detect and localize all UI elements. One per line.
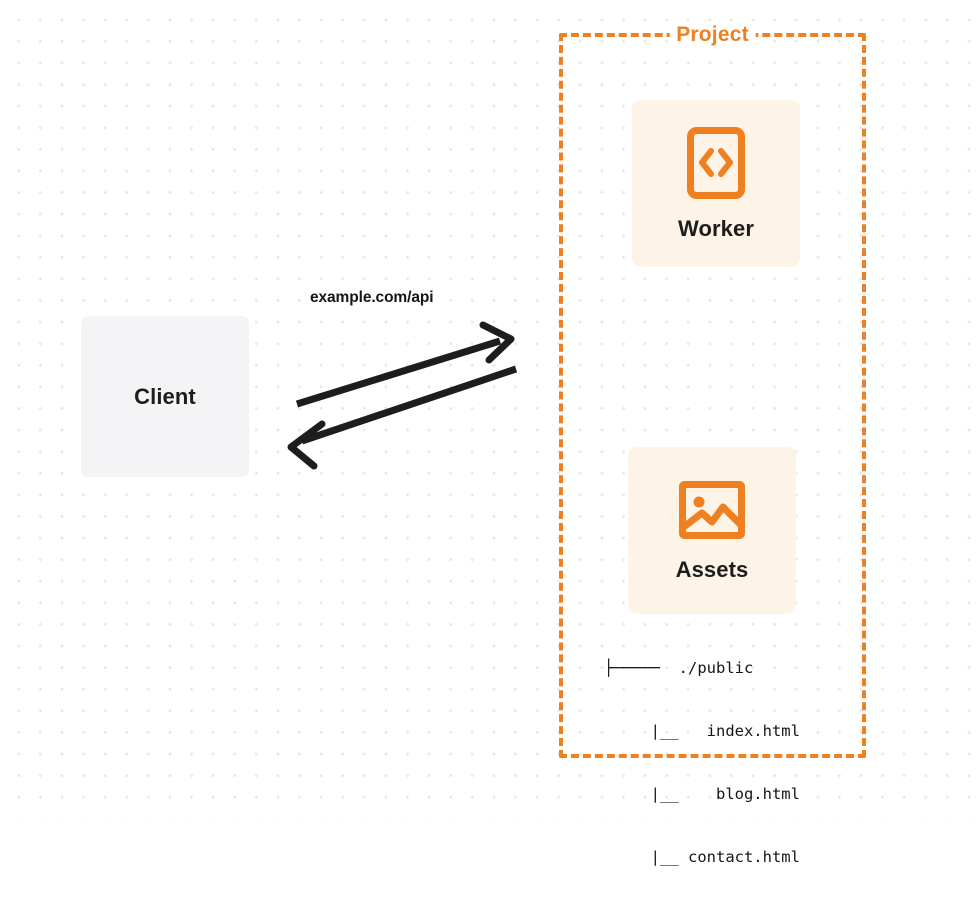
client-node[interactable]: Client [81, 316, 249, 477]
diagram-canvas: Client example.com/api Project Worker [0, 0, 980, 866]
worker-card[interactable]: Worker [632, 100, 800, 267]
project-title: Project [669, 23, 756, 47]
file-tree-line-blog: |__ blog.html [604, 785, 800, 803]
project-container: Project [559, 23, 866, 758]
request-arrow [295, 321, 515, 408]
assets-label: Assets [675, 556, 749, 582]
assets-card[interactable]: Assets [628, 447, 796, 614]
file-tree-line-index: |__ index.html [604, 722, 800, 740]
worker-label: Worker [678, 215, 754, 241]
code-brackets-icon [687, 126, 745, 199]
image-icon [679, 480, 745, 539]
client-label: Client [134, 383, 196, 409]
file-tree-line-root: ├───── ./public [604, 659, 754, 677]
file-tree: ├───── ./public |__ index.html |__ blog.… [604, 616, 800, 910]
file-tree-line-contact: |__ contact.html [604, 848, 800, 866]
response-arrow [287, 365, 518, 470]
request-url-label: example.com/api [310, 289, 434, 306]
